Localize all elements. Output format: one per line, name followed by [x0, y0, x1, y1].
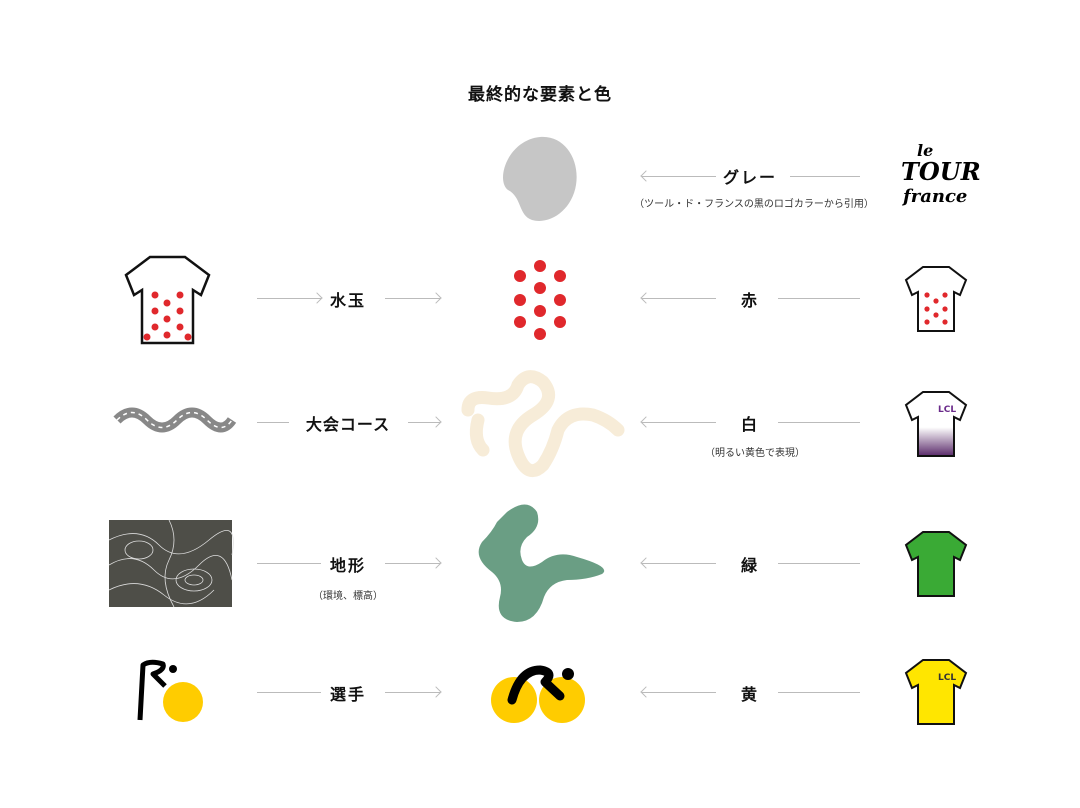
- svg-text:LCL: LCL: [938, 405, 956, 415]
- note-white: （明るい黄色で表現）: [705, 448, 805, 459]
- arrow-left: [642, 422, 716, 423]
- arrow-left: [642, 692, 716, 693]
- label-rider: 選手: [329, 685, 366, 704]
- arrow-left: [642, 176, 716, 177]
- contour-map-image: [108, 519, 234, 608]
- label-terrain: 地形: [329, 556, 366, 575]
- connector-line: [778, 422, 860, 423]
- cream-course-shape: [461, 370, 625, 478]
- connector-line: [778, 563, 860, 564]
- svg-text:LCL: LCL: [938, 673, 956, 683]
- connector-line: [257, 563, 321, 564]
- tour-de-france-logo: le TOUR france: [901, 141, 981, 207]
- gray-blob-shape: [503, 136, 577, 221]
- svg-text:TOUR: TOUR: [901, 157, 981, 186]
- label-green: 緑: [740, 556, 759, 575]
- connector-line: [778, 298, 860, 299]
- red-dots-shape: [514, 260, 566, 340]
- arrow-right: [385, 692, 440, 693]
- connector-line: [257, 422, 289, 423]
- arrow-right: [385, 298, 440, 299]
- yellow-rider-shape: [491, 665, 585, 723]
- arrow-right: [408, 422, 440, 423]
- arrow-left: [642, 298, 716, 299]
- yellow-jersey: LCL: [904, 659, 968, 725]
- connector-line: [790, 176, 860, 177]
- polka-dot-jersey-right: [904, 266, 968, 332]
- green-jersey: [904, 531, 968, 597]
- label-course: 大会コース: [305, 415, 391, 434]
- connector-line: [778, 692, 860, 693]
- svg-text:france: france: [901, 186, 967, 207]
- label-red: 赤: [740, 291, 759, 310]
- polka-dot-jersey-left: [124, 255, 211, 345]
- course-road-image: [113, 407, 237, 433]
- label-polka: 水玉: [329, 291, 366, 310]
- page-title: 最終的な要素と色: [468, 85, 612, 105]
- white-jersey: LCL: [904, 391, 968, 457]
- note-gray: （ツール・ド・フランスの黒のロゴカラーから引用）: [634, 199, 874, 210]
- arrow-right: [385, 563, 440, 564]
- arrow-left: [642, 563, 716, 564]
- note-terrain: （環境、標高）: [313, 591, 383, 602]
- svg-text:le: le: [917, 141, 933, 160]
- connector-line: [257, 298, 321, 299]
- rider-logo-image: [137, 659, 203, 722]
- green-terrain-shape: [478, 504, 605, 622]
- connector-line: [257, 692, 321, 693]
- label-gray: グレー: [722, 168, 777, 187]
- label-yellow: 黄: [740, 685, 759, 704]
- label-white: 白: [740, 415, 759, 434]
